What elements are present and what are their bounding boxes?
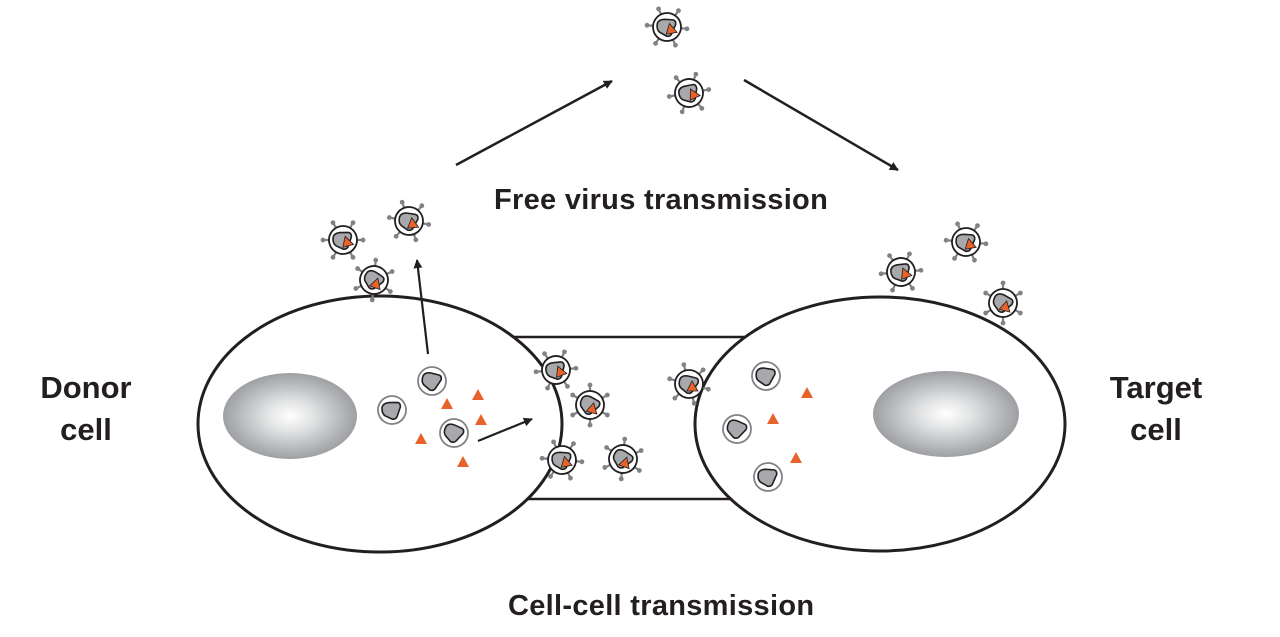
virus-particle-icon	[983, 280, 1023, 326]
viral-protein-triangle-icon	[767, 413, 779, 424]
virus-particle-icon	[320, 220, 366, 260]
donor-label-line1: Donor	[40, 370, 132, 405]
viral-protein-triangle-icon	[472, 389, 484, 400]
virus-particle-icon	[943, 221, 989, 263]
cell-cell-transmission-label: Cell-cell transmission	[508, 590, 815, 622]
target-label-line1: Target	[1109, 370, 1203, 405]
viral-protein-triangle-icon	[441, 398, 453, 409]
arrow-release	[455, 79, 613, 167]
virus-particle-icon	[353, 257, 395, 303]
virus-particle-icon	[570, 382, 610, 428]
target-label-line2: cell	[1130, 412, 1182, 447]
donor-nucleus	[223, 373, 357, 459]
virus-particle-icon	[667, 362, 711, 406]
donor-label-line2: cell	[60, 412, 112, 447]
immature-virion-icon	[753, 462, 783, 492]
arrow-infection	[743, 78, 899, 172]
immature-virions	[377, 361, 783, 492]
virus-particle-icon	[878, 251, 924, 293]
virus-particle-icon	[602, 436, 644, 482]
immature-virion-icon	[722, 414, 752, 444]
donor-cell-label: Donor cell	[30, 367, 142, 451]
virus-particles	[320, 6, 1023, 482]
virus-particle-icon	[386, 199, 432, 243]
virus-particle-icon	[666, 71, 712, 115]
virus-particle-icon	[644, 6, 690, 48]
immature-virion-icon	[417, 366, 447, 396]
arrows	[413, 78, 899, 443]
immature-virion-icon	[377, 395, 407, 425]
viral-protein-triangle-icon	[457, 456, 469, 467]
arrow-budding	[413, 259, 430, 355]
target-nucleus	[873, 371, 1019, 457]
virus-particle-icon	[533, 349, 579, 391]
viral-protein-triangle-icon	[801, 387, 813, 398]
virus-particle-icon	[539, 439, 585, 481]
viral-proteins	[415, 387, 813, 467]
viral-protein-triangle-icon	[790, 452, 802, 463]
arrow-to-synapse	[477, 417, 533, 443]
donor-cell	[196, 294, 564, 554]
immature-virion-icon	[751, 361, 781, 391]
target-cell-label: Target cell	[1098, 367, 1214, 451]
free-virus-transmission-label: Free virus transmission	[494, 184, 829, 216]
viral-protein-triangle-icon	[415, 433, 427, 444]
viral-protein-triangle-icon	[475, 414, 487, 425]
immature-virion-icon	[439, 418, 469, 448]
